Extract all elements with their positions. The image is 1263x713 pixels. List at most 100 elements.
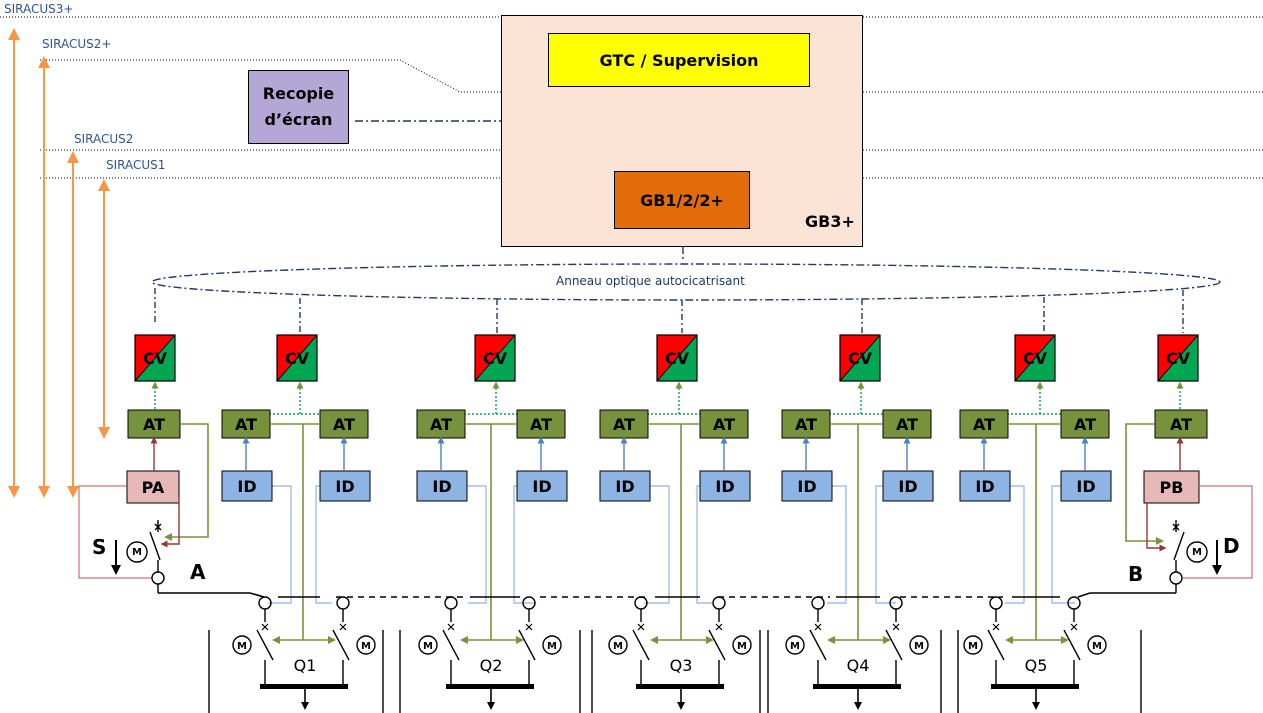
motor-icon [356,635,376,655]
pb-box [1143,470,1200,504]
switch-blade [256,629,274,661]
switch-blade [632,629,650,661]
loop-cable [158,592,1176,598]
motors-ab [126,541,1208,563]
red-links [150,436,1184,552]
busbar [446,684,534,689]
switch-blade [1063,629,1081,661]
at-label-5: AT [429,414,453,434]
cv-label-2: CV [284,348,310,368]
cv-boxes [134,334,1199,382]
motor-icon [1087,635,1107,655]
cv-label-7: CV [1165,348,1191,368]
label-b: B [1128,562,1144,586]
level-siracus2: SIRACUS2 [74,132,134,146]
switch-cross [525,623,533,631]
substation-label-Q3: Q3 [670,656,693,675]
substation-dividers [208,630,1142,713]
load-arrow [1032,702,1040,710]
at-label-6: AT [529,414,553,434]
id-label-2: ID [335,476,355,496]
gb3-label: GB3+ [805,212,855,231]
recopie-line-2: d’écran [264,110,333,129]
motor-icon [542,635,562,655]
motor-label: M [968,641,978,652]
motor-icon [909,635,929,655]
optical-ring [151,263,1221,301]
substation-label-Q1: Q1 [294,656,317,675]
id-label-9: ID [975,476,995,496]
id-boxes [221,470,1112,502]
gtc-supervision-box: GTC / Supervision [548,33,810,87]
motor-label: M [613,641,623,652]
gb-box: GB1/2/2+ [614,171,750,229]
ring-drops [154,288,1184,333]
load-arrow [487,702,495,710]
motor-label: M [237,641,247,652]
id-label-5: ID [615,476,635,496]
ring-label: Anneau optique autocicatrisant [556,274,745,288]
pa-box [126,470,180,504]
breaker-b [1169,520,1185,593]
label-s: S [92,535,107,559]
switch-cross [814,623,822,631]
motor-icon [608,635,628,655]
at-label-4: AT [332,414,356,434]
at-label-9: AT [794,414,818,434]
id-sensor-wires [268,485,1075,604]
motor-icon [785,635,805,655]
level-siracus1: SIRACUS1 [106,158,166,172]
switch-sensor [336,596,350,610]
load-arrow [677,702,685,710]
load-arrow [854,702,862,710]
switch-cross [992,623,1000,631]
id-label-7: ID [797,476,817,496]
id-label-8: ID [898,476,918,496]
motor-label: M [914,641,924,652]
motor-icon [963,635,983,655]
id-label-1: ID [237,476,257,496]
switch-cross [892,623,900,631]
busbar [636,684,724,689]
cv-label-6: CV [1022,348,1048,368]
load-arrow [301,702,309,710]
switch-blade [987,629,1005,661]
label-d: D [1223,534,1240,558]
busbar [813,684,901,689]
motor-icon [418,635,438,655]
label-a: A [190,560,206,584]
at-label-12: AT [1073,414,1097,434]
scope-arrows [8,28,110,498]
busbar [260,684,348,689]
cv-label-1: CV [142,348,168,368]
id-label-3: ID [432,476,452,496]
at-label-8: AT [712,414,736,434]
at-label-11: AT [972,414,996,434]
substation-label-Q2: Q2 [480,656,503,675]
at-label-3: AT [234,414,258,434]
switch-blade [885,629,903,661]
switch-blade [708,629,726,661]
switch-cross [1070,623,1078,631]
green-feeders [164,423,1164,644]
busbar [991,684,1079,689]
switch-blade [332,629,350,661]
red-thin [78,485,1253,579]
motor-label: M [361,641,371,652]
switch-sensor [712,596,726,610]
motor-icon [232,635,252,655]
motor-label: M [790,641,800,652]
switch-cross [447,623,455,631]
switch-cross [637,623,645,631]
at-label-1: AT [142,414,166,434]
id-label-4: ID [532,476,552,496]
cv-label-3: CV [482,348,508,368]
pa-label: PA [141,477,165,497]
substation-label-Q5: Q5 [1025,656,1048,675]
switch-sensor [811,596,825,610]
motor-icon [732,635,752,655]
id-label-6: ID [715,476,735,496]
at-boxes [127,409,1208,439]
